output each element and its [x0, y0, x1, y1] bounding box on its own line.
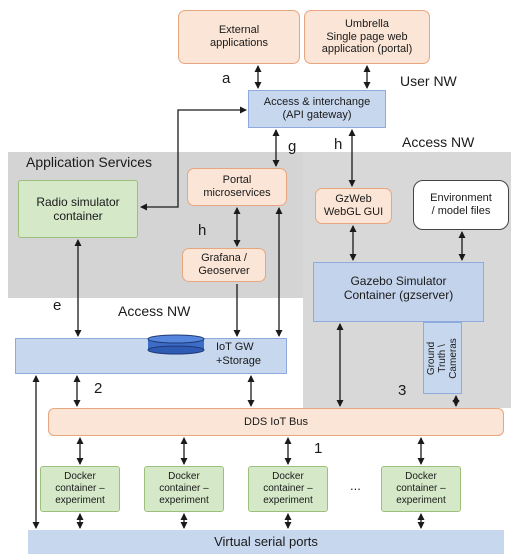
- ground-truth-cameras-box: Ground Truth \ Cameras: [423, 322, 462, 394]
- access-nw-label-middle: Access NW: [118, 303, 191, 319]
- ellipsis-more-containers: ...: [350, 478, 361, 493]
- label-3: 3: [398, 382, 407, 399]
- dds-iot-bus-box: DDS IoT Bus: [48, 408, 504, 436]
- docker-container-4: Docker container – experiment: [381, 466, 461, 512]
- docker-container-1: Docker container – experiment: [40, 466, 120, 512]
- virtual-serial-ports-bar: Virtual serial ports: [28, 530, 504, 554]
- label-e: e: [53, 297, 62, 314]
- storage-cylinder-icon: [147, 334, 205, 355]
- iot-gw-storage-label: IoT GW +Storage: [216, 341, 261, 367]
- access-nw-label-top: Access NW: [402, 134, 475, 150]
- gazebo-simulator-label: Gazebo Simulator Container (gzserver): [343, 274, 454, 303]
- api-gateway-box: Access & interchange (API gateway): [248, 90, 386, 128]
- external-applications-box: External applications: [178, 10, 300, 64]
- grafana-geoserver-box: Grafana / Geoserver: [182, 248, 266, 282]
- gzweb-gui-box: GzWeb WebGL GUI: [315, 188, 392, 224]
- label-g: g: [288, 138, 297, 155]
- arrow-gateway-radio: [140, 106, 247, 211]
- radio-simulator-container-box: Radio simulator container: [18, 180, 138, 238]
- label-2: 2: [94, 380, 103, 397]
- label-h-grafana: h: [198, 222, 207, 239]
- label-1: 1: [314, 440, 323, 457]
- umbrella-portal-box: Umbrella Single page web application (po…: [304, 10, 430, 64]
- gazebo-simulator-box: Gazebo Simulator Container (gzserver): [313, 262, 484, 322]
- label-a: a: [222, 70, 231, 87]
- application-services-title: Application Services: [26, 154, 153, 170]
- user-nw-label: User NW: [400, 73, 457, 89]
- label-h-gzweb: h: [334, 136, 343, 153]
- docker-container-3: Docker container – experiment: [248, 466, 328, 512]
- environment-model-files-box: Environment / model files: [413, 180, 509, 230]
- docker-container-2: Docker container – experiment: [144, 466, 224, 512]
